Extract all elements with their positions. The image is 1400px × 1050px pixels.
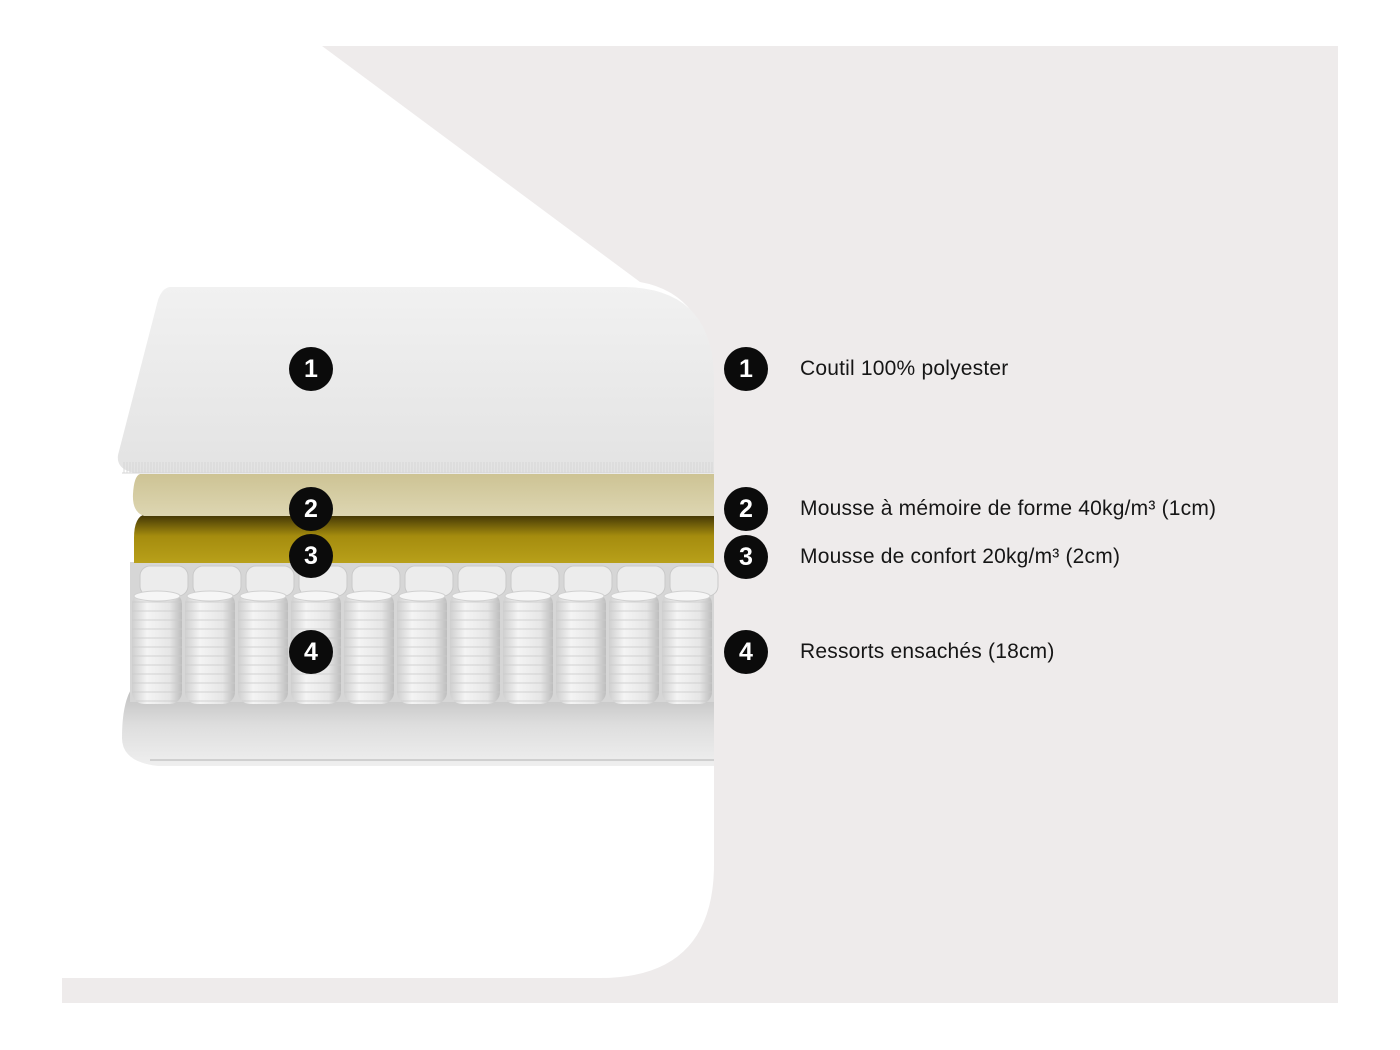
layer-3-marker: 3 [289, 534, 333, 578]
legend-2-label: Mousse à mémoire de forme 40kg/m³ (1cm) [800, 497, 1217, 520]
comfort-foam-layer [134, 514, 714, 563]
background-panel [62, 46, 1338, 1003]
spring-coil [185, 590, 235, 704]
base-layer [122, 685, 714, 766]
spring-coil [662, 590, 712, 704]
layer-2-marker: 2 [289, 487, 333, 531]
legend-4-marker: 4 [724, 630, 768, 674]
legend-3-marker: 3 [724, 535, 768, 579]
legend-4-label: Ressorts ensachés (18cm) [800, 640, 1055, 663]
spring-coil [609, 590, 659, 704]
layer-4-marker: 4 [289, 630, 333, 674]
cover-layer [117, 287, 715, 473]
spring-coil [503, 590, 553, 704]
spring-coil [397, 590, 447, 704]
pocket-springs [130, 562, 719, 704]
spring-coil [344, 590, 394, 704]
spring-coil [556, 590, 606, 704]
legend-3-label: Mousse de confort 20kg/m³ (2cm) [800, 545, 1121, 568]
spring-coil [450, 590, 500, 704]
legend-2-marker: 2 [724, 487, 768, 531]
spring-coil [132, 590, 182, 704]
spring-coil [238, 590, 288, 704]
legend-1-label: Coutil 100% polyester [800, 357, 1009, 380]
layer-1-marker: 1 [289, 347, 333, 391]
legend-1-marker: 1 [724, 347, 768, 391]
memory-foam-layer [132, 474, 714, 516]
